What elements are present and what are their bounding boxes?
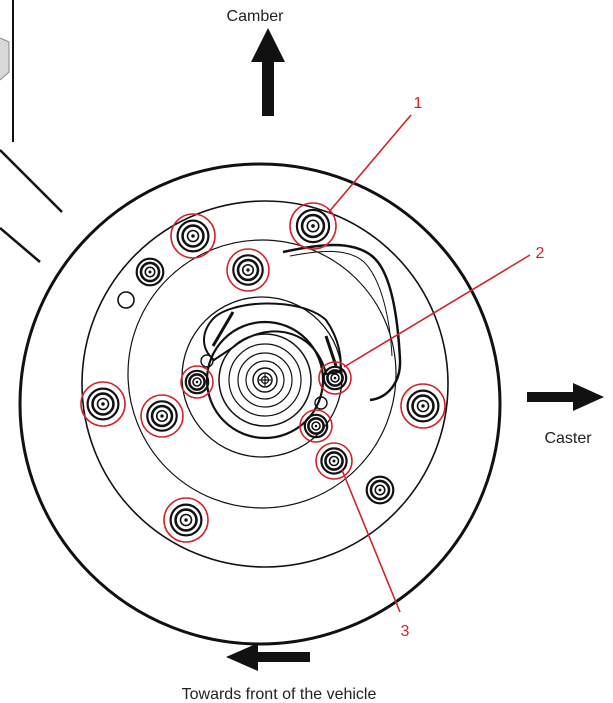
bolt-highlighted — [299, 409, 333, 443]
center-nut — [257, 372, 273, 388]
caster-label: Caster — [544, 430, 592, 447]
callout-leaders — [327, 114, 531, 613]
bolt-highlighted — [318, 361, 352, 395]
flange-plate — [81, 200, 449, 568]
bolt — [135, 257, 165, 287]
pin-hole — [117, 291, 135, 309]
arrow-right-icon — [527, 383, 604, 411]
bolt-highlighted — [170, 213, 216, 259]
camber-label: Camber — [227, 8, 285, 25]
cam-housing-inner — [289, 250, 393, 357]
bolt — [365, 475, 395, 505]
bolt-highlighted — [80, 381, 126, 427]
inner-body — [127, 239, 397, 509]
bolt-highlighted — [315, 442, 353, 480]
callout-1: 1 — [414, 95, 423, 112]
bolt-highlighted — [163, 497, 209, 543]
front-label: Towards front of the vehicle — [182, 686, 377, 703]
bolt-highlighted — [226, 248, 270, 292]
bolt-highlighted — [400, 383, 446, 429]
pin-hole — [200, 354, 214, 368]
callout-3: 3 — [401, 623, 410, 640]
bolt-highlighted — [289, 202, 337, 250]
bolt-group — [80, 202, 446, 543]
arrow-left-icon — [226, 643, 310, 671]
cam-housing — [282, 243, 402, 402]
bolt-highlighted — [180, 365, 214, 399]
arrow-up-icon — [251, 28, 285, 116]
hub-bearing — [228, 343, 302, 417]
strut-tower-bracket — [0, 0, 63, 263]
pin-hole — [314, 396, 328, 410]
hub-ring-inner — [218, 333, 312, 427]
outer-ring — [18, 162, 502, 646]
callout-2: 2 — [536, 245, 545, 262]
bolt-highlighted — [140, 394, 184, 438]
